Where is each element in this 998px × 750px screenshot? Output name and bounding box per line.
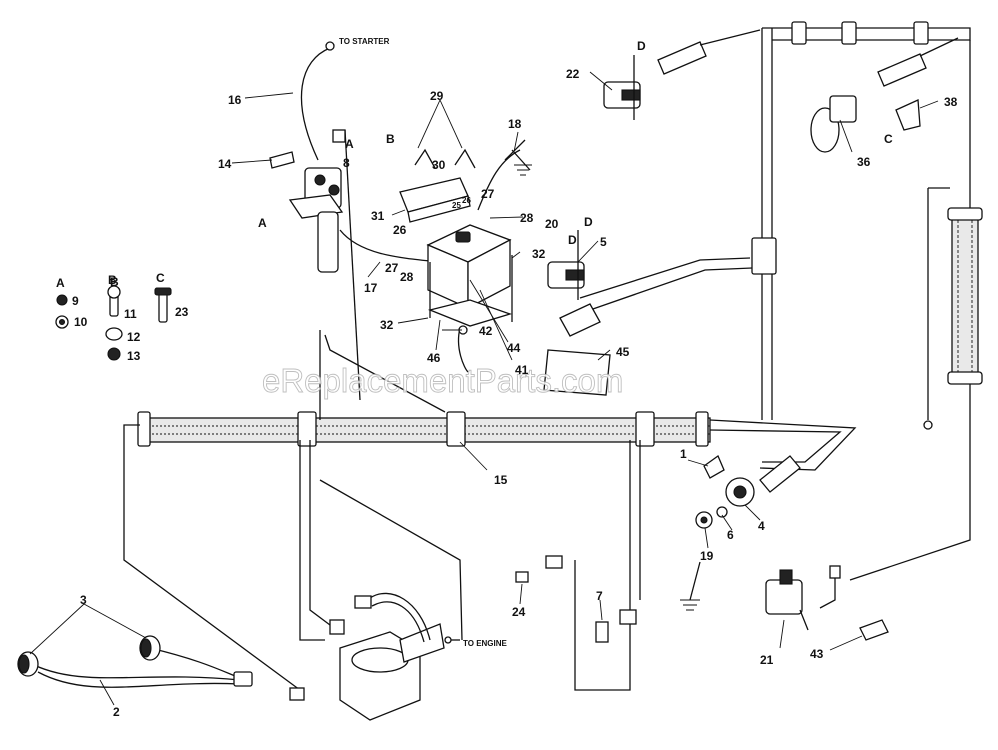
to-starter-note: TO STARTER (339, 37, 390, 46)
callout-28b: 28 (400, 270, 414, 284)
callout-32b: 32 (380, 318, 394, 332)
solenoid-area (269, 41, 441, 273)
callout-17: 17 (364, 281, 378, 295)
key-switch (810, 95, 921, 153)
legend-letter-a: A (56, 276, 65, 290)
callout-2: 2 (113, 705, 120, 719)
right-vertical-harness (751, 21, 971, 581)
callout-22: 22 (566, 67, 580, 81)
callout-5: 5 (600, 235, 607, 249)
watermark: eReplacementParts.com (262, 362, 623, 399)
mark-b-1: B (386, 132, 395, 146)
connector-7b (619, 609, 637, 625)
callout-29: 29 (430, 89, 444, 103)
connector-24 (515, 571, 529, 583)
callout-21: 21 (760, 653, 774, 667)
ignition-switch (765, 565, 889, 641)
callout-4: 4 (758, 519, 765, 533)
callout-26: 26 (393, 223, 407, 237)
callout-46: 46 (427, 351, 441, 365)
mark-c: C (884, 132, 893, 146)
leader-lines (29, 71, 939, 706)
callout-8: 8 (343, 156, 350, 170)
callout-31: 31 (371, 209, 385, 223)
callout-6: 6 (727, 528, 734, 542)
battery (426, 224, 513, 373)
legend-letter-c: C (156, 271, 165, 285)
callout-18: 18 (508, 117, 522, 131)
callout-43: 43 (810, 647, 824, 661)
mark-d-1: D (637, 39, 646, 53)
callout-13: 13 (127, 349, 141, 363)
legend-letter-b: B (108, 273, 117, 287)
callout-44: 44 (507, 341, 521, 355)
callout-12: 12 (127, 330, 141, 344)
callout-10: 10 (74, 315, 88, 329)
callout-25: 25 (452, 201, 461, 210)
right-tube-harness (923, 187, 983, 430)
callout-24: 24 (512, 605, 526, 619)
callout-36: 36 (857, 155, 871, 169)
callout-11: 11 (124, 307, 137, 321)
callout-32a: 32 (532, 247, 546, 261)
callout-20: 20 (545, 217, 559, 231)
letter-marks: A B C A A B B C D D D (56, 39, 893, 290)
callout-42: 42 (479, 324, 493, 338)
callout-41: 41 (515, 363, 529, 377)
mark-d-3: D (568, 233, 577, 247)
left-wiring (123, 129, 641, 691)
callouts: 1 2 3 4 5 6 7 8 9 10 11 12 13 14 15 16 1… (72, 67, 958, 719)
connector-small (545, 555, 563, 569)
switches (547, 29, 959, 337)
to-engine-note: TO ENGINE (463, 639, 508, 648)
main-harness (137, 411, 857, 471)
callout-45: 45 (616, 345, 630, 359)
callout-3: 3 (80, 593, 87, 607)
connector-7 (595, 621, 609, 643)
callout-23: 23 (175, 305, 189, 319)
callout-1: 1 (680, 447, 687, 461)
callout-9: 9 (72, 294, 79, 308)
callout-16: 16 (228, 93, 242, 107)
callout-26b: 26 (462, 196, 471, 205)
mark-b-2: B (110, 275, 119, 289)
callout-28a: 28 (520, 211, 534, 225)
callout-27a: 27 (481, 187, 495, 201)
decal-plate (543, 349, 611, 396)
light-assembly (17, 635, 253, 688)
pto-switch (680, 455, 801, 611)
mark-a-1: A (345, 137, 354, 151)
callout-14: 14 (218, 157, 232, 171)
hardware-legend (55, 285, 172, 361)
callout-27b: 27 (385, 261, 399, 275)
callout-15: 15 (494, 473, 508, 487)
mark-a-2: A (258, 216, 267, 230)
mark-d-2: D (584, 215, 593, 229)
callout-19: 19 (700, 549, 714, 563)
callout-7: 7 (596, 589, 603, 603)
callout-38: 38 (944, 95, 958, 109)
engine-module (289, 592, 460, 721)
battery-bracket-area (399, 139, 532, 223)
callout-30: 30 (432, 158, 446, 172)
